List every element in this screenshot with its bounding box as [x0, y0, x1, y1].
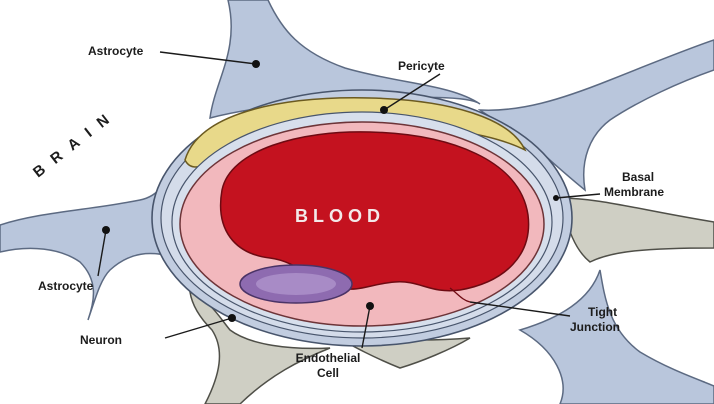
basal-membrane-label-2: Membrane	[604, 185, 664, 199]
astrocyte-left-label: Astrocyte	[38, 279, 94, 293]
endothelial-cell-label-2: Cell	[317, 366, 339, 380]
pericyte-label: Pericyte	[398, 59, 445, 73]
endothelial-nucleus-inner	[256, 273, 336, 295]
neuron-right	[560, 198, 714, 262]
astrocyte-top-label: Astrocyte	[88, 44, 144, 58]
brain-label: BRAIN	[30, 105, 121, 182]
endothelial-cell-label-1: Endothelial	[296, 351, 361, 365]
tight-junction-label-1: Tight	[588, 305, 617, 319]
astrocyte-left-body	[0, 160, 178, 320]
blood-label: BLOOD	[295, 206, 385, 226]
astrocyte-bottom-process	[520, 270, 714, 404]
neuron-label: Neuron	[80, 333, 122, 347]
basal-membrane-label-1: Basal	[622, 170, 654, 184]
tight-junction-label-2: Junction	[570, 320, 620, 334]
